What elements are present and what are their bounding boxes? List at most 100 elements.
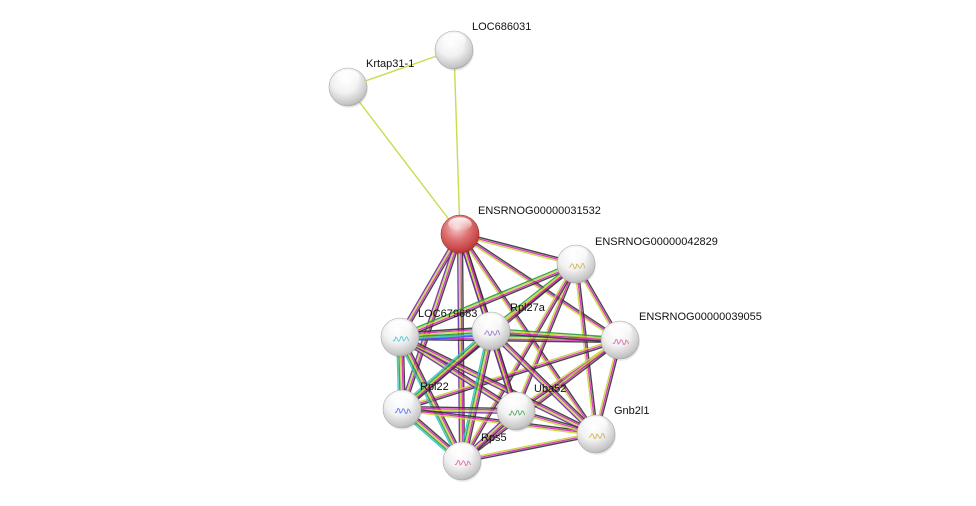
node-label-ENSRNOG00000031532: ENSRNOG00000031532 — [478, 205, 601, 217]
node-Uba52[interactable] — [496, 391, 536, 432]
node-gloss — [584, 417, 608, 431]
structure-thumbnail-icon — [612, 338, 630, 346]
structure-thumbnail-icon — [508, 409, 526, 416]
node-gloss — [448, 217, 472, 231]
node-label-LOC679683: LOC679683 — [418, 308, 477, 320]
edge-strand — [491, 329, 621, 340]
edge-Rpl27a-Rps5[interactable] — [458, 330, 495, 462]
node-gloss — [336, 70, 360, 84]
edge-strand — [401, 330, 492, 410]
node-gloss — [450, 444, 474, 458]
edge-strand — [459, 330, 491, 461]
edge-strand — [400, 335, 517, 411]
edge-strand — [399, 328, 490, 408]
node-Rps5[interactable] — [442, 441, 482, 482]
edge-LOC679683-Rps5[interactable] — [396, 335, 466, 463]
edge-strand — [460, 262, 576, 461]
node-Rpl27a[interactable] — [471, 311, 511, 352]
structure-thumbnail-icon — [392, 335, 410, 342]
edge-strand — [401, 408, 597, 435]
edge-strand — [491, 327, 621, 339]
edge-strand — [461, 233, 466, 461]
edge-strand — [462, 434, 597, 464]
edge-strand — [402, 331, 493, 411]
node-LOC679683[interactable] — [380, 317, 420, 358]
edge-LOC679683-Uba52[interactable] — [398, 334, 518, 414]
edge-ENSRNOG00000031532-ENSRNOG00000039055[interactable] — [458, 232, 622, 342]
node-gloss — [442, 33, 466, 47]
edge-Krtap31-1-ENSRNOG00000031532[interactable] — [347, 86, 461, 235]
edge-ENSRNOG00000031532-ENSRNOG00000042829[interactable] — [459, 231, 577, 267]
edge-strand — [453, 49, 461, 235]
node-gloss — [479, 314, 503, 328]
node-label-ENSRNOG00000042829: ENSRNOG00000042829 — [595, 236, 718, 248]
node-gloss — [608, 323, 632, 337]
edge-strand — [400, 264, 577, 339]
node-Krtap31-1[interactable] — [328, 67, 368, 108]
edge-strand — [459, 233, 577, 265]
edge-Rpl27a-Gnb2l1[interactable] — [488, 328, 599, 437]
edge-ENSRNOG00000042829-LOC679683[interactable] — [398, 261, 578, 340]
node-Rpl22[interactable] — [382, 389, 422, 430]
edge-LOC686031-ENSRNOG00000031532[interactable] — [453, 49, 461, 235]
edge-strand — [398, 338, 596, 437]
edge-strand — [492, 328, 599, 433]
edge-ENSRNOG00000039055-Rpl22[interactable] — [401, 337, 621, 412]
node-label-Rpl22: Rpl22 — [420, 381, 449, 393]
edge-strand — [398, 233, 460, 337]
edge-strand — [397, 232, 459, 337]
node-gloss — [388, 320, 412, 334]
structure-thumbnail-icon — [454, 459, 472, 467]
node-Gnb2l1[interactable] — [576, 414, 616, 455]
edge-strand — [397, 337, 462, 463]
node-ENSRNOG00000039055[interactable] — [600, 320, 640, 361]
edge-strand — [490, 331, 620, 342]
edge-strand — [464, 331, 495, 462]
edge-strand — [458, 234, 462, 462]
labels-layer: LOC686031Krtap31-1ENSRNOG00000031532ENSR… — [366, 21, 762, 444]
edge-strand — [402, 340, 621, 412]
structure-thumbnail-icon — [483, 329, 501, 337]
node-gloss — [390, 392, 414, 406]
edge-ENSRNOG00000039055-Rpl27a[interactable] — [490, 327, 621, 344]
edge-strand — [460, 232, 622, 340]
edge-strand — [402, 335, 466, 460]
structure-thumbnail-icon — [568, 262, 586, 270]
edge-LOC679683-Gnb2l1[interactable] — [398, 334, 598, 437]
node-gloss — [504, 394, 528, 408]
edge-strand — [347, 86, 461, 235]
node-label-LOC686031: LOC686031 — [472, 21, 531, 33]
edge-strand — [399, 336, 463, 462]
edge-strand — [460, 338, 620, 461]
node-gloss — [564, 247, 588, 261]
edge-strand — [399, 337, 596, 436]
edge-strand — [460, 233, 464, 461]
edge-Gnb2l1-Rps5[interactable] — [461, 431, 597, 464]
edge-strand — [514, 338, 620, 411]
edge-strand — [400, 335, 465, 461]
node-label-Krtap31-1: Krtap31-1 — [366, 58, 414, 70]
edge-strand — [461, 431, 596, 461]
edge-strand — [400, 335, 597, 434]
edge-strand — [488, 332, 595, 437]
edge-strand — [403, 332, 494, 412]
edge-strand — [398, 338, 516, 414]
structure-thumbnail-icon — [588, 432, 606, 440]
node-ENSRNOG00000042829[interactable] — [556, 244, 596, 285]
edge-strand — [400, 334, 518, 410]
node-ENSRNOG00000031532[interactable] — [440, 214, 480, 255]
edge-strand — [399, 262, 576, 337]
node-LOC686031[interactable] — [434, 30, 474, 71]
edge-strand — [459, 234, 576, 267]
edge-strand — [399, 338, 620, 344]
edge-ENSRNOG00000031532-Rps5[interactable] — [456, 233, 466, 462]
edge-strand — [458, 234, 620, 342]
edge-strand — [399, 337, 516, 413]
edge-strand — [490, 332, 620, 344]
edge-Rpl27a-Rpl22[interactable] — [399, 328, 494, 412]
edge-strand — [400, 334, 598, 433]
edge-strand — [401, 339, 621, 410]
edge-strand — [400, 265, 578, 340]
nodes-layer — [328, 30, 640, 482]
